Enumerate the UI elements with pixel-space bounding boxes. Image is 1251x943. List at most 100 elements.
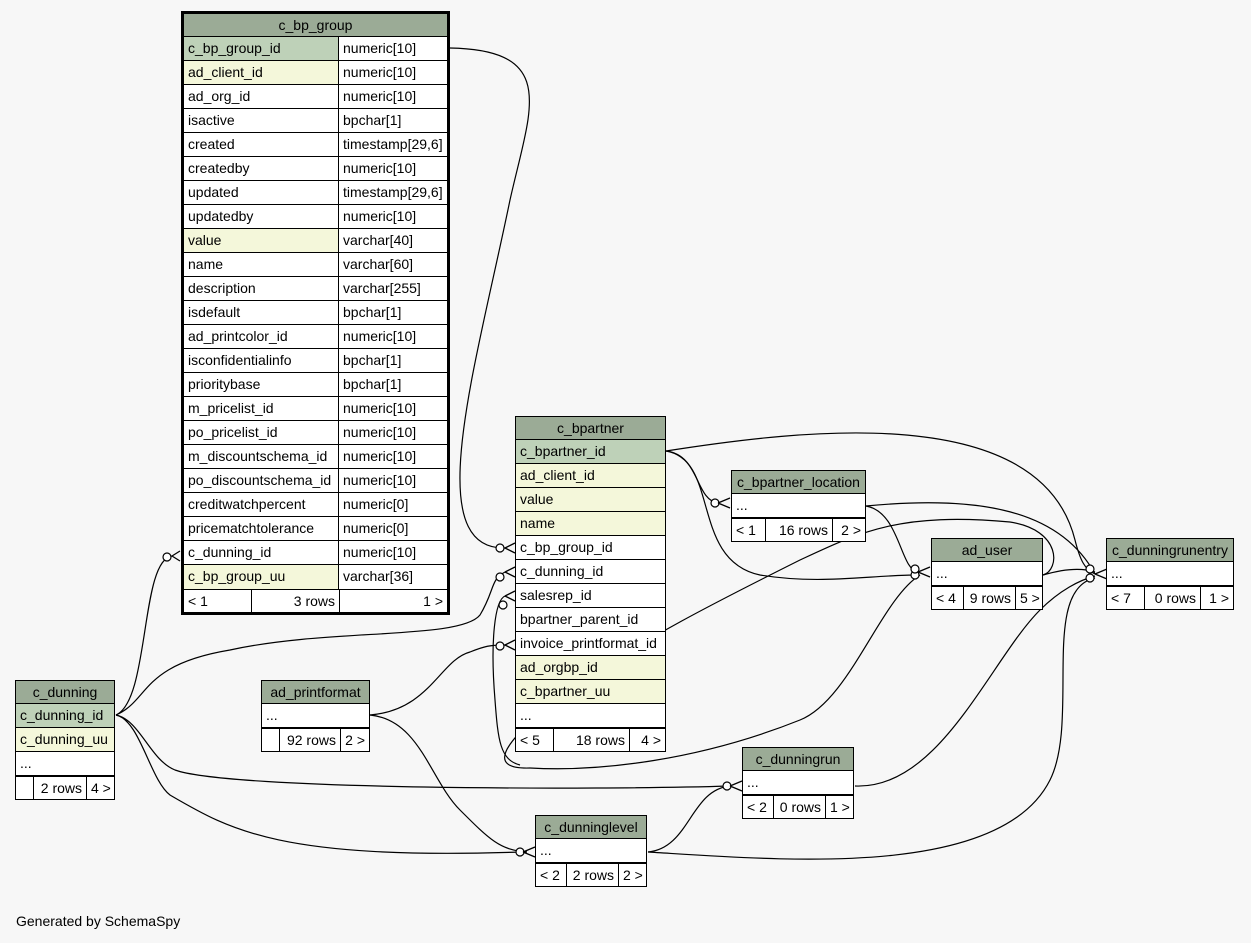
table-footer: 92 rows 2 >	[262, 728, 369, 751]
column-name: updated	[184, 181, 339, 204]
column-row: bpartner_parent_id	[516, 608, 665, 632]
column-row: ...	[536, 839, 646, 863]
table-title[interactable]: c_bpartner	[516, 417, 665, 440]
crow-foot	[504, 542, 516, 554]
column-row: ...	[262, 704, 369, 728]
next-link[interactable]: 4 >	[86, 777, 114, 799]
column-row: ...	[732, 494, 865, 518]
fk-edge-location-runentry	[865, 502, 1096, 575]
table-title[interactable]: c_dunningrun	[743, 748, 853, 771]
column-row: ...	[743, 771, 853, 795]
column-type: numeric[10]	[343, 328, 417, 344]
column-name: name	[184, 253, 339, 276]
next-link[interactable]: 5 >	[1015, 587, 1042, 609]
column-type: numeric[10]	[343, 544, 417, 560]
table-footer: < 2 0 rows 1 >	[743, 795, 853, 818]
column-type: numeric[10]	[343, 160, 417, 176]
table-c-dunningrunentry[interactable]: c_dunningrunentry ... < 7 0 rows 1 >	[1106, 538, 1234, 610]
table-c-bpartner[interactable]: c_bpartner c_bpartner_id ad_client_id va…	[515, 416, 666, 752]
crow-foot	[504, 590, 516, 602]
column-name: c_bp_group_uu	[184, 565, 339, 589]
edge-end-circle	[498, 600, 508, 610]
fk-edge-dunninglevel-dunningrun	[647, 785, 731, 853]
prev-link[interactable]: < 1	[188, 593, 208, 609]
fk-edge-printformat-dunninglevel	[369, 714, 528, 853]
table-c-bpartner-location[interactable]: c_bpartner_location ... < 1 16 rows 2 >	[731, 470, 866, 542]
edge-end-circle	[495, 543, 505, 553]
edge-end-circle	[515, 847, 525, 857]
edge-end-circle	[710, 498, 720, 508]
prev-link[interactable]: < 2	[540, 867, 560, 883]
column-name: updatedby	[184, 205, 339, 228]
column-type: numeric[10]	[343, 208, 417, 224]
crow-foot	[171, 550, 181, 562]
row-count: 3 rows	[251, 590, 339, 612]
table-title[interactable]: c_dunningrunentry	[1107, 539, 1233, 562]
table-footer: < 1 3 rows 1 >	[184, 589, 447, 612]
prev-link[interactable]	[16, 777, 33, 799]
next-link[interactable]: 1 >	[1200, 587, 1233, 609]
next-link[interactable]: 2 >	[340, 729, 369, 751]
table-c-dunning[interactable]: c_dunning c_dunning_id c_dunning_uu ... …	[15, 680, 115, 800]
column-type: bpchar[1]	[343, 376, 402, 392]
column-type: bpchar[1]	[343, 352, 402, 368]
next-link[interactable]: 2 >	[618, 864, 646, 886]
table-title[interactable]: c_dunning	[16, 681, 114, 704]
table-title[interactable]: c_bpartner_location	[732, 471, 865, 494]
row-count: 16 rows	[765, 519, 832, 541]
next-link[interactable]: 1 >	[339, 590, 447, 612]
table-c-bp-group[interactable]: c_bp_group c_bp_group_id numeric[10] ad_cl…	[181, 11, 450, 615]
prev-link[interactable]: < 4	[936, 590, 956, 606]
prev-link[interactable]	[262, 729, 279, 751]
prev-link[interactable]: < 5	[520, 732, 540, 748]
table-c-dunninglevel[interactable]: c_dunninglevel ... < 2 2 rows 2 >	[535, 815, 647, 887]
fk-edge-dunning-dunninglevel	[115, 714, 521, 854]
table-c-dunningrun[interactable]: c_dunningrun ... < 2 0 rows 1 >	[742, 747, 854, 819]
table-ad-user[interactable]: ad_user ... < 4 9 rows 5 >	[931, 538, 1043, 610]
column-name: value	[184, 229, 339, 252]
column-row: ...	[516, 704, 665, 728]
row-count: 92 rows	[279, 729, 340, 751]
column-name: m_discountschema_id	[184, 445, 339, 468]
column-name: created	[184, 133, 339, 156]
edge-end-circle	[1085, 573, 1095, 583]
next-link[interactable]: 4 >	[629, 729, 665, 751]
prev-link[interactable]: < 2	[747, 799, 767, 815]
fk-edge-printformat-bpartner	[369, 644, 506, 716]
column-row: invoice_printformat_id	[516, 632, 665, 656]
table-footer: < 4 9 rows 5 >	[932, 586, 1042, 609]
column-name: c_dunning_id	[184, 541, 339, 564]
row-count: 0 rows	[773, 796, 825, 818]
table-ad-printformat[interactable]: ad_printformat ... 92 rows 2 >	[261, 680, 370, 752]
column-type: timestamp[29,6]	[343, 136, 443, 152]
column-row: value	[516, 488, 665, 512]
prev-link[interactable]: < 1	[736, 522, 756, 538]
table-title[interactable]: c_dunninglevel	[536, 816, 646, 839]
prev-link[interactable]: < 7	[1111, 590, 1131, 606]
column-name: po_pricelist_id	[184, 421, 339, 444]
table-title[interactable]: c_bp_group	[184, 14, 447, 37]
fk-edge-aduser-salesrep	[492, 595, 521, 766]
table-title[interactable]: ad_printformat	[262, 681, 369, 704]
column-type: varchar[255]	[343, 280, 421, 296]
column-name: c_bp_group_id	[184, 37, 339, 60]
table-title[interactable]: ad_user	[932, 539, 1042, 562]
column-type: numeric[10]	[343, 424, 417, 440]
column-type: numeric[10]	[343, 88, 417, 104]
column-row: c_dunning_uu	[16, 728, 114, 752]
next-link[interactable]: 2 >	[832, 519, 865, 541]
next-link[interactable]: 1 >	[825, 796, 853, 818]
column-name: po_discountschema_id	[184, 469, 339, 492]
column-row: ad_client_id	[516, 464, 665, 488]
